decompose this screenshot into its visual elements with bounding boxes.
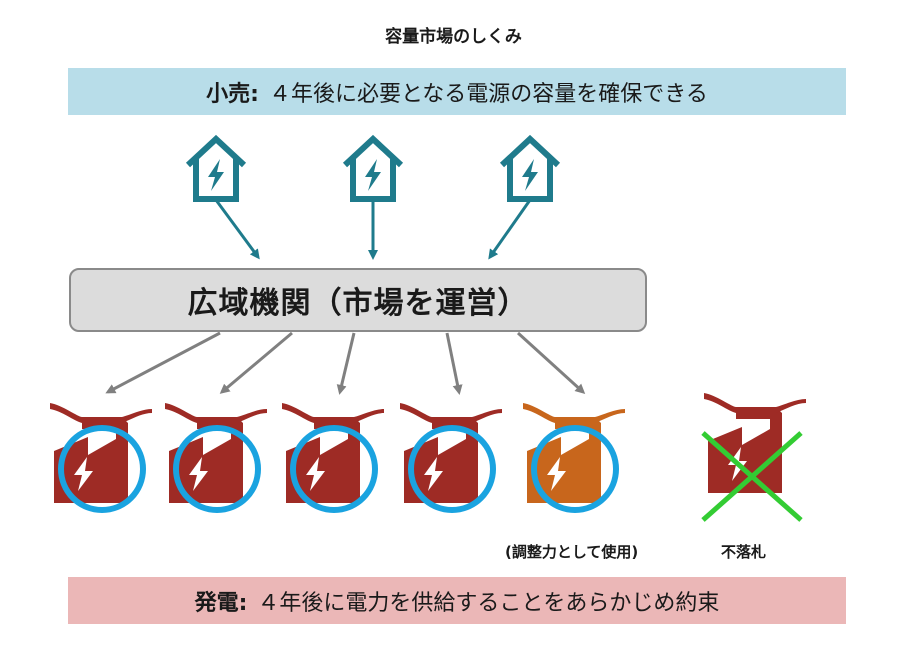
power-plant-icon-4 [400, 403, 502, 513]
retail-text: ４年後に必要となる電源の容量を確保できる [268, 81, 708, 107]
retail-banner: 小売: ４年後に必要となる電源の容量を確保できる [68, 68, 846, 115]
plant-arrow-2 [219, 331, 293, 394]
plant-arrow-4 [445, 332, 463, 395]
generation-text: ４年後に電力を供給することをあらかじめ約束 [257, 590, 720, 616]
plant-arrow-5 [516, 331, 586, 395]
house-arrow-1 [214, 199, 260, 260]
plant-arrow-1 [105, 331, 221, 394]
adjust-caption: (調整力として使用) [505, 543, 639, 561]
cross-icon [701, 431, 803, 522]
house-icon-3 [502, 139, 558, 199]
generation-banner: 発電: ４年後に電力を供給することをあらかじめ約束 [68, 577, 846, 624]
power-plant-adjust-icon [523, 403, 625, 513]
power-plant-icon-2 [165, 403, 267, 513]
power-plant-not-winning-icon [704, 393, 806, 493]
house-arrow-3 [488, 199, 532, 260]
power-plant-icon-1 [50, 403, 152, 513]
power-plant-icon-3 [282, 403, 384, 513]
retail-label: 小売: [206, 81, 259, 107]
not-winning-caption: 不落札 [721, 543, 767, 561]
diagram-title: 容量市場のしくみ [385, 27, 522, 47]
plant-arrow-3 [336, 332, 356, 395]
house-icon-2 [345, 139, 401, 199]
house-icon-1 [188, 139, 244, 199]
agency-box: 広域機関（市場を運営） [69, 268, 647, 332]
generation-label: 発電: [194, 590, 248, 616]
